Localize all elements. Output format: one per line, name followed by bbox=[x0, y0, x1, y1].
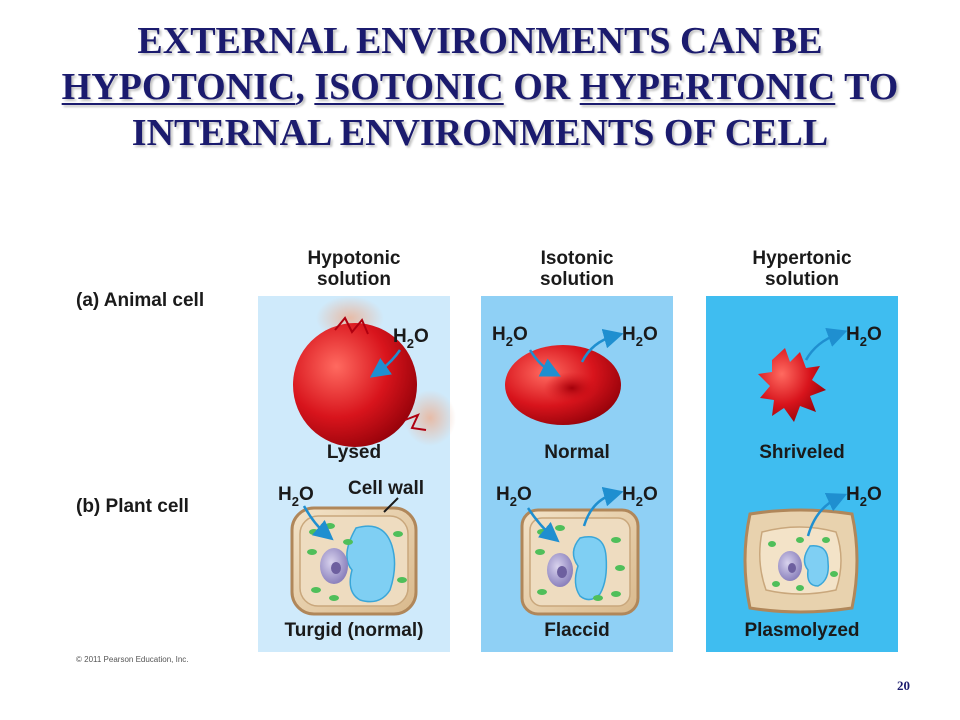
row-label-animal-cell: (a) Animal cell bbox=[76, 290, 205, 311]
shriveled-cell bbox=[758, 348, 826, 422]
water-in-arrow bbox=[528, 349, 561, 377]
title-to: TO bbox=[844, 66, 899, 108]
page-number: 20 bbox=[897, 678, 910, 693]
svg-text:H2O: H2O bbox=[496, 484, 532, 509]
vacuole bbox=[803, 545, 830, 587]
water-label: H2O bbox=[622, 324, 658, 349]
svg-text:H2O: H2O bbox=[393, 326, 429, 351]
state-normal: Normal bbox=[544, 442, 610, 463]
water-in-arrow bbox=[302, 505, 334, 541]
title-hypertonic: HYPERTONIC bbox=[579, 66, 836, 108]
normal-cell bbox=[505, 345, 621, 425]
water-label: H2O bbox=[393, 326, 429, 351]
plasmolyzed-plant-cell bbox=[743, 508, 859, 614]
cell-wall-label: Cell wall bbox=[348, 478, 424, 499]
water-label: H2O bbox=[496, 484, 532, 509]
vacuole bbox=[346, 525, 396, 603]
svg-text:H2O: H2O bbox=[622, 484, 658, 509]
state-lysed: Lysed bbox=[326, 442, 382, 463]
water-label: H2O bbox=[492, 324, 528, 349]
state-plasmolyzed: Plasmolyzed bbox=[744, 620, 860, 641]
water-out-arrow bbox=[804, 328, 848, 361]
state-turgid: Turgid (normal) bbox=[284, 620, 424, 641]
slide-title: EXTERNAL ENVIRONMENTS CAN BE HYPOTONIC, … bbox=[0, 18, 960, 156]
cell-wall-pointer bbox=[383, 497, 399, 513]
chloroplasts bbox=[768, 537, 838, 591]
water-in-arrow bbox=[526, 507, 560, 543]
flaccid-plant-cell bbox=[520, 508, 640, 616]
water-out-arrow bbox=[582, 486, 624, 527]
water-label: H2O bbox=[622, 484, 658, 509]
svg-text:H2O: H2O bbox=[278, 484, 314, 509]
svg-text:H2O: H2O bbox=[846, 324, 882, 349]
title-comma: , bbox=[295, 66, 305, 108]
svg-text:H2O: H2O bbox=[622, 324, 658, 349]
water-label: H2O bbox=[846, 324, 882, 349]
vacuole bbox=[572, 536, 608, 601]
title-line-3: INTERNAL ENVIRONMENTS OF CELL bbox=[131, 112, 829, 154]
water-label: H2O bbox=[278, 484, 314, 509]
title-line-1: EXTERNAL ENVIRONMENTS CAN BE bbox=[137, 20, 823, 62]
title-isotonic: ISOTONIC bbox=[314, 66, 504, 108]
turgid-plant-cell bbox=[290, 506, 418, 616]
state-shriveled: Shriveled bbox=[759, 442, 845, 463]
svg-text:H2O: H2O bbox=[492, 324, 528, 349]
copyright-notice: © 2011 Pearson Education, Inc. bbox=[76, 655, 189, 664]
state-flaccid: Flaccid bbox=[544, 620, 610, 641]
lysed-cell bbox=[293, 296, 456, 447]
water-in-arrow bbox=[369, 349, 402, 378]
row-label-plant-cell: (b) Plant cell bbox=[76, 496, 189, 517]
svg-text:H2O: H2O bbox=[846, 484, 882, 509]
title-or: OR bbox=[513, 66, 571, 108]
water-out-arrow bbox=[580, 328, 624, 363]
title-hypotonic: HYPOTONIC bbox=[61, 66, 296, 108]
water-label: H2O bbox=[846, 484, 882, 509]
water-out-arrow bbox=[806, 493, 848, 537]
